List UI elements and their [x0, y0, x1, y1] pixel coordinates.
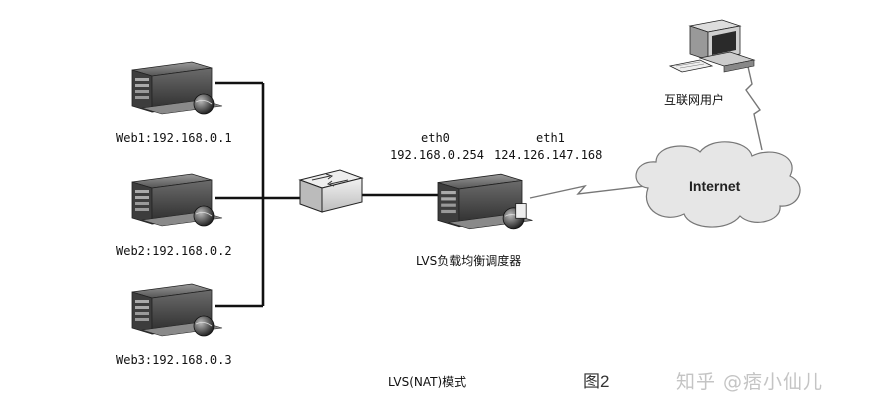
lightning-links	[529, 57, 763, 199]
eth1-name: eth1	[536, 131, 565, 145]
web-server-2	[131, 173, 223, 227]
web3-label: Web3:192.168.0.3	[116, 353, 232, 367]
diagram-caption: LVS(NAT)模式	[388, 375, 467, 389]
internet-cloud	[635, 141, 801, 228]
internet-label: Internet	[689, 178, 741, 194]
eth0-ip: 192.168.0.254	[390, 148, 484, 162]
eth1-ip: 124.126.147.168	[494, 148, 603, 162]
eth0-name: eth0	[421, 131, 450, 145]
watermark: 知乎 @痞小仙儿	[676, 371, 824, 393]
figure-number: 图2	[583, 372, 610, 391]
lvs-director	[437, 173, 534, 230]
switch	[298, 169, 364, 213]
web-server-3	[131, 283, 223, 337]
user-computer	[668, 19, 756, 73]
web2-label: Web2:192.168.0.2	[116, 244, 232, 258]
lvs-label: LVS负载均衡调度器	[416, 254, 522, 268]
web-server-1	[131, 61, 223, 115]
web1-label: Web1:192.168.0.1	[116, 131, 232, 145]
connection-lines	[215, 81, 440, 308]
user-label: 互联网用户	[664, 93, 725, 107]
